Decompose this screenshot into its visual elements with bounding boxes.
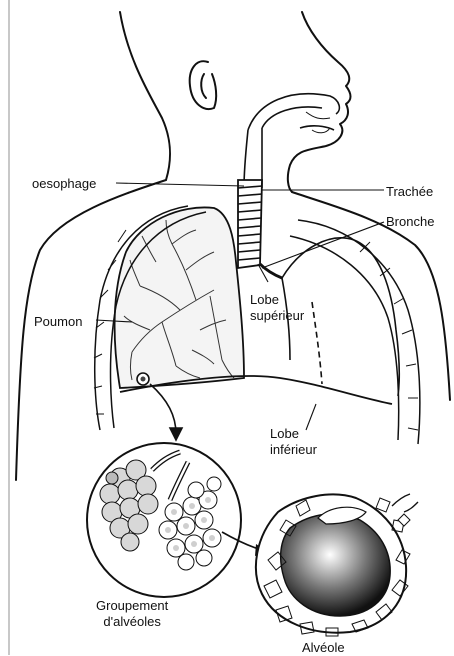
label-oesophage: oesophage bbox=[32, 176, 96, 192]
label-groupement-line2: d'alvéoles bbox=[96, 614, 168, 630]
airway-head bbox=[244, 94, 339, 188]
label-groupement: Groupement d'alvéoles bbox=[96, 598, 168, 630]
label-groupement-line1: Groupement bbox=[96, 598, 168, 614]
label-poumon: Poumon bbox=[34, 314, 82, 330]
label-lobe-superieur-line2: supérieur bbox=[250, 308, 304, 324]
alveolus-illustration bbox=[256, 494, 418, 636]
label-lobe-superieur: Lobe supérieur bbox=[250, 292, 304, 324]
label-alveole: Alvéole bbox=[302, 640, 345, 656]
label-lobe-inferieur-line1: Lobe bbox=[270, 426, 317, 442]
label-lobe-inferieur: Lobe inférieur bbox=[270, 426, 317, 458]
label-lobe-inferieur-line2: inférieur bbox=[270, 442, 317, 458]
alveoli-cluster-illustration bbox=[87, 443, 241, 597]
magnify-pointer bbox=[150, 384, 182, 440]
label-bronche: Bronche bbox=[386, 214, 434, 230]
right-rib-band bbox=[290, 220, 420, 444]
left-lung-shape bbox=[115, 207, 244, 388]
label-trachee: Trachée bbox=[386, 184, 433, 200]
label-lobe-superieur-line1: Lobe bbox=[250, 292, 304, 308]
